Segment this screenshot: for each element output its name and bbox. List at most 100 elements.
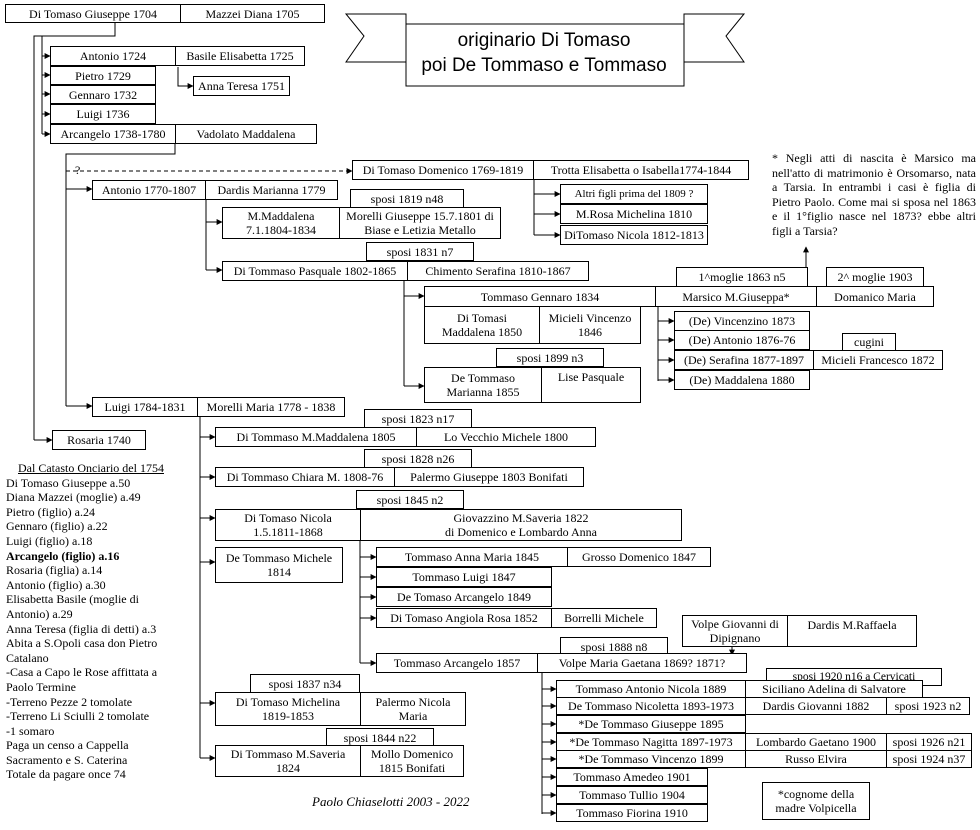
person-vincenzo-1899: *De Tommaso Vincenzo 1899: [556, 750, 746, 768]
person-maddalena-1880: (De) Maddalena 1880: [674, 370, 810, 390]
catasto-line: Abita a S.Opoli casa don Pietro: [6, 636, 158, 651]
spouse-palermo-giuseppe: Palermo Giuseppe 1803 Bonifati: [394, 467, 584, 487]
catasto-line: -Casa a Capo le Rose affittata a: [6, 665, 158, 680]
spouse-morelli-maria: Morelli Maria 1778 - 1838: [197, 397, 345, 417]
catasto-heading: Dal Catasto Onciario del 1754: [18, 461, 164, 475]
catasto-line: Antonio (figlio) a.30: [6, 577, 106, 592]
parents-line: Biase e Letizia Metallo: [364, 223, 476, 237]
spouse-russo-elvira: Russo Elvira: [745, 750, 887, 768]
person-giuseppe-1704: Di Tomaso Giuseppe 1704: [5, 4, 181, 23]
catasto-line: Paga un censo a Cappella: [6, 738, 129, 753]
catasto-line: Antonio) a.29: [6, 606, 73, 621]
name-line: Palermo Nicola: [375, 695, 451, 709]
catasto-line: Pietro (figlio) a.24: [6, 504, 95, 519]
spouse-dardis-raffaela: Dardis M.Raffaela: [787, 615, 917, 647]
spouse-dardis-giovanni: Dardis Giovanni 1882: [745, 697, 887, 715]
dates-line: 1819-1853: [262, 709, 314, 723]
page-title: originario Di Tomaso poi De Tommaso e To…: [404, 28, 684, 78]
spouse-lo-vecchio-michele: Lo Vecchio Michele 1800: [416, 427, 596, 447]
person-luigi-1784: Luigi 1784-1831: [92, 397, 198, 417]
spouse-trotta-elisabetta: Trotta Elisabetta o Isabella1774-1844: [533, 160, 749, 180]
person-altri-figli: Altri figli prima del 1809 ?: [560, 184, 708, 204]
name-line: Giovazzino M.Saveria 1822: [453, 511, 589, 525]
catasto-line: Elisabetta Basile (moglie di: [6, 592, 139, 607]
author-credit: Paolo Chiaselotti 2003 - 2022: [312, 794, 470, 809]
person-tullio-1904: Tommaso Tullio 1904: [556, 786, 708, 804]
label-sposi-1899: sposi 1899 n3: [496, 348, 604, 367]
name-line: Di Tommaso M.Saveria: [230, 747, 346, 761]
spouse-mollo-domenico: Mollo Domenico 1815 Bonifati: [360, 745, 464, 777]
catasto-line: Totale da pagare once 74: [6, 767, 126, 782]
name-line: De Tommaso: [451, 371, 515, 385]
spouse-morelli-giuseppe: Morelli Giuseppe 15.7.1801 di Biase e Le…: [339, 207, 501, 239]
label-sposi-1845: sposi 1845 n2: [356, 490, 464, 509]
dates-line: 1.5.1811-1868: [253, 525, 323, 539]
catasto-line: Sacramento e S. Caterina: [6, 752, 128, 767]
person-rosaria-1740: Rosaria 1740: [52, 430, 146, 450]
person-nicola-1812: DiTomaso Nicola 1812-1813: [560, 225, 708, 245]
person-antonio-1876: (De) Antonio 1876-76: [674, 330, 810, 350]
spouse-lise-pasquale: Lise Pasquale: [541, 367, 641, 403]
catasto-onciario: Dal Catasto Onciario del 1754 Di Tomaso …: [6, 461, 206, 782]
spouse-micieli-vincenzo: Micieli Vincenzo 1846: [539, 306, 641, 344]
name-line: De Tommaso Michele: [225, 551, 333, 565]
person-chiara-1808: Di Tommaso Chiara M. 1808-76: [215, 467, 395, 487]
name-line: M.Maddalena: [247, 209, 315, 223]
title-line-1: originario Di Tomaso: [457, 30, 631, 51]
person-antonio-1770: Antonio 1770-1807: [92, 180, 206, 200]
person-arcangelo-1857: Tommaso Arcangelo 1857: [376, 653, 538, 673]
person-michele-1814: De Tommaso Michele 1814: [215, 547, 343, 583]
person-nicoletta-1893: De Tommaso Nicoletta 1893-1973: [556, 697, 746, 715]
note-cognome-madre: *cognome della madre Volpicella: [762, 782, 870, 820]
catasto-line: Diana Mazzei (moglie) a.49: [6, 490, 141, 505]
catasto-line: Di Tomaso Giuseppe a.50: [6, 475, 131, 490]
spouse-palermo-nicola: Palermo Nicola Maria: [360, 692, 466, 726]
note-line-2: madre Volpicella: [775, 801, 857, 815]
spouse-giovazzino-saveria: Giovazzino M.Saveria 1822 di Domenico e …: [360, 509, 682, 541]
label-sposi-1924: sposi 1924 n37: [886, 750, 972, 768]
catasto-line: Catalano: [6, 650, 49, 665]
spouse-micieli-francesco: Micieli Francesco 1872: [813, 350, 943, 370]
label-sposi-1926: sposi 1926 n21: [886, 733, 972, 751]
catasto-line: -Terreno Pezze 2 tomolate: [6, 694, 133, 709]
person-marianna-1855: De Tommaso Marianna 1855: [424, 367, 542, 403]
person-tomasi-maddalena-1850: Di Tomasi Maddalena 1850: [424, 306, 540, 344]
year-line: 1846: [578, 325, 602, 339]
person-nagitta-1897: *De Tommaso Nagitta 1897-1973: [556, 733, 746, 751]
person-gennaro-1732: Gennaro 1732: [50, 85, 156, 104]
person-arcangelo-1738: Arcangelo 1738-1780: [50, 124, 176, 144]
catasto-line: Gennaro (figlio) a.22: [6, 519, 108, 534]
person-domenico-1769: Di Tomaso Domenico 1769-1819: [352, 160, 534, 180]
title-line-2: poi De Tommaso e Tommaso: [421, 55, 667, 76]
label-sposi-1823: sposi 1823 n17: [364, 409, 472, 428]
name-line-2: Maddalena 1850: [441, 325, 523, 339]
year-line: 1814: [267, 565, 291, 579]
person-fiorina-1910: Tommaso Fiorina 1910: [556, 804, 708, 822]
person-luigi-1847: Tommaso Luigi 1847: [376, 567, 552, 587]
label-cugini: cugini: [842, 333, 896, 351]
catasto-line: -Terreno Li Sciulli 2 tomolate: [6, 709, 150, 724]
label-sposi-1819: sposi 1819 n48: [350, 189, 464, 208]
spouse-lombardo-gaetano: Lombardo Gaetano 1900: [745, 733, 887, 751]
person-anna-maria-1845: Tommaso Anna Maria 1845: [376, 547, 568, 567]
person-giuseppe-1895: *De Tommaso Giuseppe 1895: [556, 715, 746, 733]
person-angiola-rosa-1852: Di Tomaso Angiola Rosa 1852: [376, 608, 552, 628]
spouse-vadolato-maddalena: Vadolato Maddalena: [175, 124, 317, 144]
spouse-dardis-marianna: Dardis Marianna 1779: [205, 180, 338, 200]
person-luigi-1736: Luigi 1736: [50, 104, 156, 124]
name-line: Di Tomaso Michelina: [235, 695, 341, 709]
name-line: Di Tomasi: [457, 311, 507, 325]
spouse-marsico-giuseppa: Marsico M.Giuseppa*: [655, 286, 817, 307]
catasto-line: Paolo Termine: [6, 679, 76, 694]
person-m-maddalena-1805: Di Tommaso M.Maddalena 1805: [215, 427, 417, 447]
person-anna-teresa-1751: Anna Teresa 1751: [193, 76, 290, 96]
person-antonio-nicola-1889: Tommaso Antonio Nicola 1889: [556, 680, 746, 698]
label-seconda-moglie-1903: 2^ moglie 1903: [826, 267, 924, 287]
year-line: 1824: [276, 761, 300, 775]
spouse-basile-elisabetta: Basile Elisabetta 1725: [175, 46, 305, 66]
name-line: Micieli Vincenzo: [548, 311, 632, 325]
catasto-line: Arcangelo (figlio) a.16: [6, 548, 120, 563]
catasto-line: -1 somaro: [6, 723, 55, 738]
spouse-grosso-domenico: Grosso Domenico 1847: [567, 547, 711, 567]
catasto-line: Anna Teresa (figlia di detti) a.3: [6, 621, 157, 636]
